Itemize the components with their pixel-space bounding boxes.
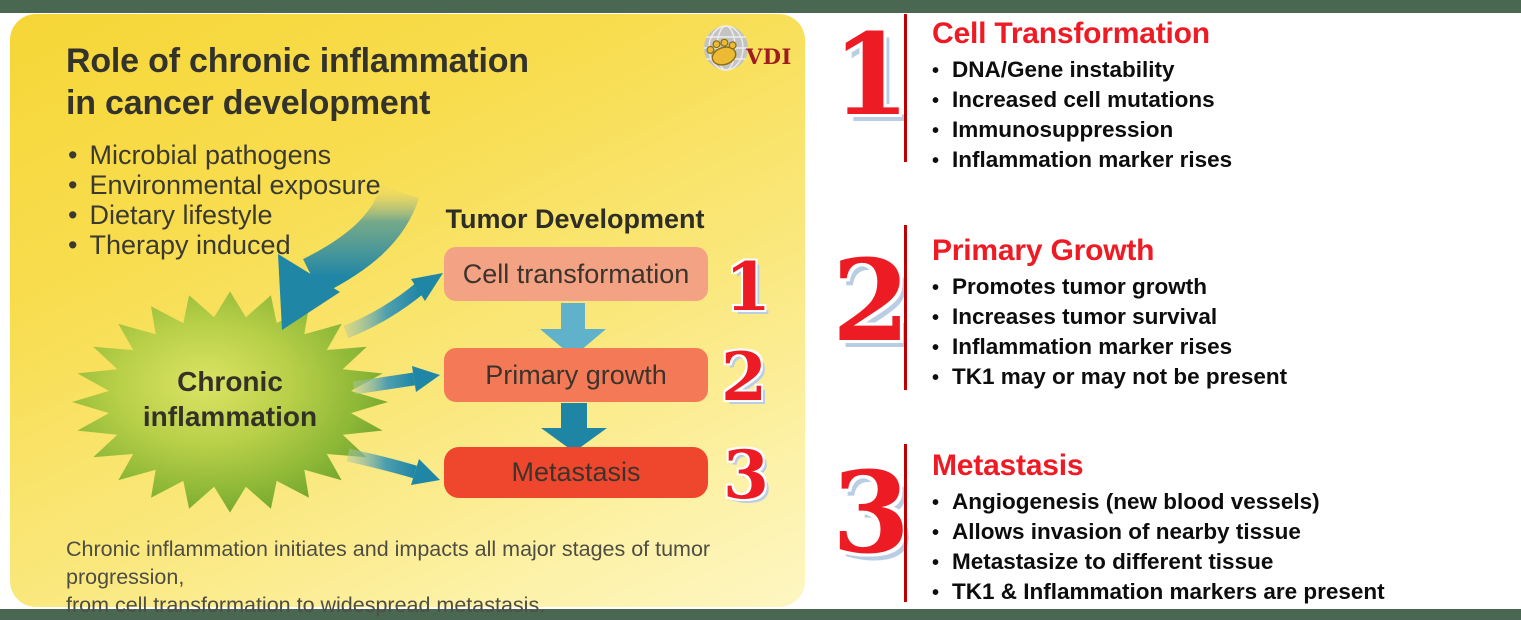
- cause-item: Dietary lifestyle: [68, 200, 381, 230]
- arrow-starburst-to-cell-transformation: [343, 273, 443, 339]
- section-bullet: Immunosuppression: [932, 117, 1512, 147]
- section-bullet: Increases tumor survival: [932, 304, 1512, 334]
- section-bullet-list: DNA/Gene instability Increased cell muta…: [932, 57, 1512, 177]
- bottom-border-bar: [0, 609, 1521, 620]
- cause-item-label: Microbial pathogens: [89, 140, 332, 170]
- section-bullet: Promotes tumor growth: [932, 274, 1512, 304]
- stage-box-label: Primary growth: [485, 359, 667, 390]
- section-number: 2: [832, 236, 910, 367]
- section-bullet-label: Inflammation marker rises: [952, 334, 1233, 359]
- section-divider: [904, 444, 907, 602]
- arrow-starburst-to-metastasis: [346, 448, 440, 485]
- section-cell-transformation: 1 Cell Transformation DNA/Gene instabili…: [832, 14, 1512, 214]
- section-bullet: TK1 & Inflammation markers are present: [932, 579, 1512, 609]
- arrow-primary-to-metastasis: [541, 403, 607, 452]
- section-bullet-label: DNA/Gene instability: [952, 57, 1175, 82]
- card-title-line1: Role of chronic inflammation: [66, 42, 529, 80]
- section-bullet: Angiogenesis (new blood vessels): [932, 489, 1512, 519]
- section-bullet-list: Angiogenesis (new blood vessels) Allows …: [932, 489, 1512, 609]
- vdi-logo-text: VDI: [746, 44, 792, 69]
- section-bullet: Metastasize to different tissue: [932, 549, 1512, 579]
- card-title-line2: in cancer development: [66, 84, 431, 122]
- section-bullet: DNA/Gene instability: [932, 57, 1512, 87]
- starburst-label: Chronic inflammation: [120, 364, 340, 434]
- section-bullet: Inflammation marker rises: [932, 334, 1512, 364]
- section-bullet-label: Allows invasion of nearby tissue: [952, 519, 1301, 544]
- cause-item-label: Environmental exposure: [89, 170, 381, 200]
- inflammation-card: VDI Role of chronic inflammation in canc…: [10, 14, 805, 617]
- section-title: Cell Transformation: [932, 17, 1210, 50]
- section-divider: [904, 225, 907, 390]
- section-number: 1: [832, 10, 910, 141]
- section-bullet-label: Increases tumor survival: [952, 304, 1218, 329]
- section-primary-growth: 2 Primary Growth Promotes tumor growth I…: [832, 224, 1512, 434]
- cause-list: Microbial pathogens Environmental exposu…: [68, 140, 381, 260]
- card-caption-line2: from cell transformation to widespread m…: [66, 593, 546, 617]
- starburst-label-line1: Chronic: [177, 366, 283, 397]
- stage-number-1: 1: [725, 248, 771, 326]
- starburst-label-line2: inflammation: [142, 401, 318, 432]
- section-bullet-label: Angiogenesis (new blood vessels): [952, 489, 1320, 514]
- section-bullet: TK1 may or may not be present: [932, 364, 1512, 394]
- stage-box-label: Cell transformation: [462, 258, 690, 289]
- stage-box-primary-growth: Primary growth: [444, 348, 708, 402]
- section-bullet: Allows invasion of nearby tissue: [932, 519, 1512, 549]
- section-bullet-label: Immunosuppression: [952, 117, 1174, 142]
- section-bullet-label: Increased cell mutations: [952, 87, 1215, 112]
- arrow-cell-to-primary: [540, 303, 606, 357]
- section-title: Primary Growth: [932, 234, 1155, 267]
- stage-box-label: Metastasis: [511, 457, 641, 487]
- section-bullet-label: Inflammation marker rises: [952, 147, 1233, 172]
- vdi-globe-paw-icon: [704, 25, 748, 71]
- vdi-logo: VDI: [700, 22, 802, 80]
- arrow-starburst-to-primary-growth: [353, 366, 440, 395]
- chronic-inflammation-starburst: [72, 291, 388, 513]
- cause-item-label: Dietary lifestyle: [89, 200, 273, 230]
- cause-item: Therapy induced: [68, 230, 381, 260]
- cause-item-label: Therapy induced: [89, 230, 291, 260]
- cause-item: Environmental exposure: [68, 170, 381, 200]
- card-caption: Chronic inflammation initiates and impac…: [66, 535, 805, 619]
- section-divider: [904, 14, 907, 162]
- stage-number-3: 3: [723, 436, 769, 514]
- section-bullet-list: Promotes tumor growth Increases tumor su…: [932, 274, 1512, 394]
- stage-box-cell-transformation: Cell transformation: [444, 247, 708, 301]
- section-number: 3: [832, 448, 910, 579]
- card-caption-line1: Chronic inflammation initiates and impac…: [66, 537, 711, 589]
- section-metastasis: 3 Metastasis Angiogenesis (new blood ves…: [832, 442, 1512, 614]
- top-border-bar: [0, 0, 1521, 13]
- section-bullet-label: Promotes tumor growth: [952, 274, 1208, 299]
- section-title: Metastasis: [932, 449, 1084, 482]
- stage-number-2: 2: [721, 338, 767, 416]
- card-title: Role of chronic inflammation in cancer d…: [66, 40, 529, 124]
- section-bullet-label: TK1 may or may not be present: [952, 364, 1288, 389]
- section-bullet: Inflammation marker rises: [932, 147, 1512, 177]
- section-bullet-label: Metastasize to different tissue: [952, 549, 1274, 574]
- stage-box-metastasis: Metastasis: [444, 447, 708, 498]
- cause-item: Microbial pathogens: [68, 140, 381, 170]
- section-bullet-label: TK1 & Inflammation markers are present: [952, 579, 1385, 604]
- flow-title: Tumor Development: [445, 204, 705, 234]
- section-bullet: Increased cell mutations: [932, 87, 1512, 117]
